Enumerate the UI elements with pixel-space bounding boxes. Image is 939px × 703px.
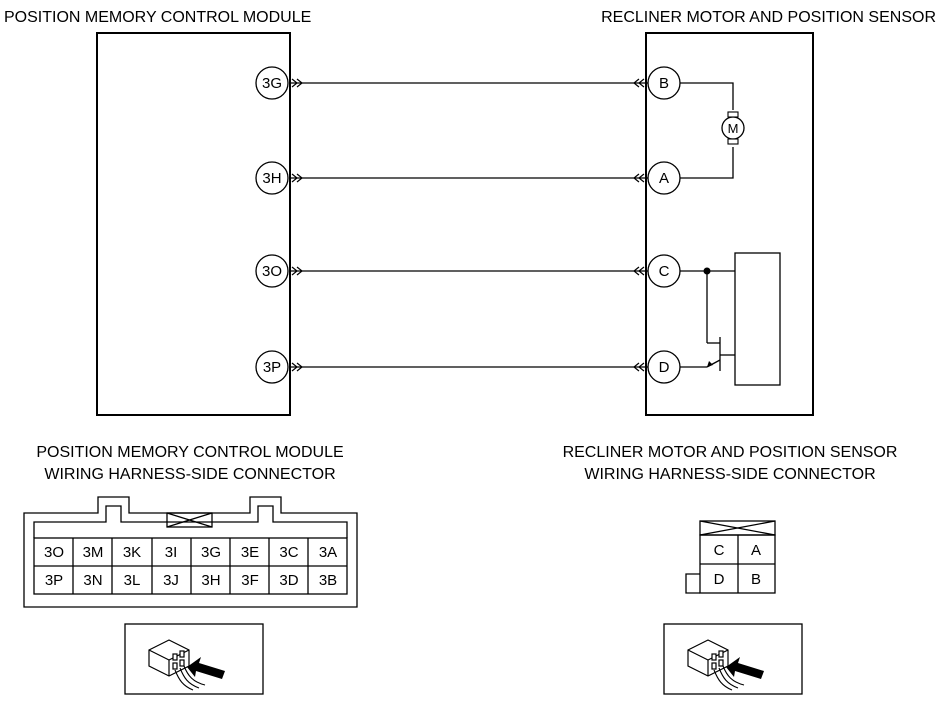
svg-text:D: D [714,571,725,588]
svg-text:3N: 3N [83,572,102,589]
left-connector-face [23,496,358,608]
svg-text:3M: 3M [83,544,104,561]
left-connector-title-2: WIRING HARNESS-SIDE CONNECTOR [44,466,335,483]
svg-text:3P: 3P [263,359,281,376]
motor-icon: M [721,111,745,145]
svg-text:3D: 3D [279,572,298,589]
svg-text:3L: 3L [124,572,141,589]
connector-lock-mark [166,512,213,528]
right-pin-a: A [647,161,681,195]
right-connector-chevrons [633,78,645,372]
svg-text:A: A [751,542,761,559]
svg-text:3E: 3E [241,544,259,561]
left-connector-chevrons [291,78,303,372]
left-pin-3o: 3O [255,254,289,288]
connector-view-arrow-icon [124,623,264,695]
svg-text:3C: 3C [279,544,298,561]
motor-circuit [680,82,734,179]
svg-text:3A: 3A [319,544,337,561]
svg-text:3J: 3J [163,572,179,589]
sensor-circuit [680,252,781,386]
svg-text:3I: 3I [165,544,178,561]
junction-dot [703,267,711,275]
left-module-box [96,32,291,416]
svg-text:3G: 3G [262,75,282,92]
left-pin-3p: 3P [255,350,289,384]
left-module-title: POSITION MEMORY CONTROL MODULE [4,9,311,26]
svg-text:3P: 3P [45,572,63,589]
left-pin-3h: 3H [255,161,289,195]
svg-text:C: C [714,542,725,559]
right-pin-b: B [647,66,681,100]
right-module-title: RECLINER MOTOR AND POSITION SENSOR [601,9,936,26]
right-connector-title-1: RECLINER MOTOR AND POSITION SENSOR [563,444,898,461]
svg-text:3K: 3K [123,544,141,561]
svg-text:D: D [659,359,670,376]
svg-text:A: A [659,170,669,187]
svg-text:M: M [728,121,739,136]
right-pin-d: D [647,350,681,384]
right-pin-c: C [647,254,681,288]
right-connector-cells: C A D B [714,542,761,588]
left-connector-row1: 3O 3M 3K 3I 3G 3E 3C 3A [44,544,337,561]
wires [290,82,649,368]
svg-text:3B: 3B [319,572,337,589]
right-connector-face [685,520,776,594]
svg-text:3H: 3H [201,572,220,589]
right-connector-title-2: WIRING HARNESS-SIDE CONNECTOR [584,466,875,483]
right-module-box [645,32,814,416]
svg-text:C: C [659,263,670,280]
svg-text:B: B [751,571,761,588]
transistor-arrow [707,361,713,367]
connector-view-arrow-icon [663,623,803,695]
svg-text:3F: 3F [241,572,259,589]
position-sensor-box [734,252,781,386]
svg-text:3H: 3H [262,170,281,187]
svg-text:3O: 3O [44,544,64,561]
svg-text:3O: 3O [262,263,282,280]
left-connector-row2: 3P 3N 3L 3J 3H 3F 3D 3B [45,572,337,589]
svg-text:B: B [659,75,669,92]
svg-text:3G: 3G [201,544,221,561]
left-connector-title-1: POSITION MEMORY CONTROL MODULE [36,444,343,461]
left-pin-3g: 3G [255,66,289,100]
